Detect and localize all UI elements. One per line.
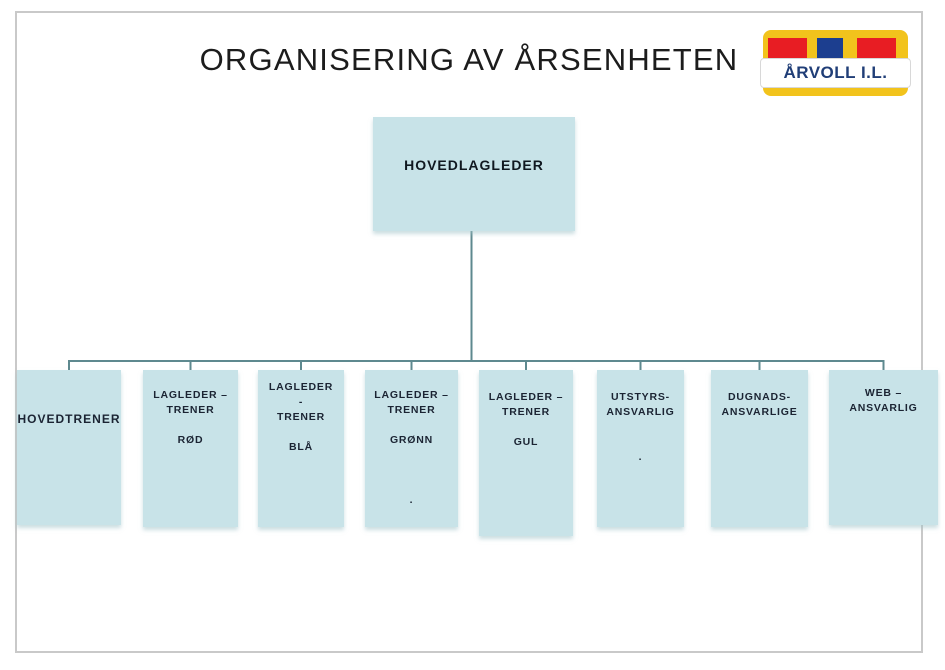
org-box-lagleder-trener-rod-line bbox=[143, 418, 238, 433]
page-title: ORGANISERING AV ÅRSENHETEN bbox=[199, 42, 739, 77]
org-box-lagleder-trener-bla-line bbox=[258, 425, 344, 440]
logo-red-rect-right bbox=[857, 38, 896, 58]
org-box-lagleder-trener-gronn-line: GRØNN bbox=[389, 434, 434, 446]
org-box-utstyrs-ansvarlig-line: ANSVARLIG bbox=[606, 406, 675, 418]
org-box-lagleder-trener-bla-line: BLÅ bbox=[289, 441, 313, 453]
org-box-lagleder-trener-gronn-line bbox=[365, 448, 458, 463]
org-box-lagleder-trener-gronn-line bbox=[365, 478, 458, 493]
org-box-hovedlagleder-label: HOVEDLAGLEDER bbox=[404, 157, 544, 173]
org-box-lagleder-trener-bla-line: LAGLEDER bbox=[268, 381, 334, 393]
slide-border bbox=[15, 11, 923, 653]
org-box-lagleder-trener-gronn: LAGLEDER – TRENER GRØNN . bbox=[365, 370, 458, 527]
org-box-lagleder-trener-gul: LAGLEDER – TRENER GUL bbox=[479, 370, 573, 536]
org-box-lagleder-trener-gul-line: LAGLEDER – bbox=[488, 391, 564, 403]
org-box-lagleder-trener-bla-line: TRENER bbox=[277, 411, 325, 423]
org-box-lagleder-trener-gronn-line bbox=[365, 463, 458, 478]
org-box-lagleder-trener-rod-line: RØD bbox=[177, 434, 204, 446]
org-box-utstyrs-ansvarlig-line bbox=[597, 435, 684, 450]
org-box-hovedlagleder: HOVEDLAGLEDER bbox=[373, 117, 575, 231]
org-box-lagleder-trener-gronn-line: LAGLEDER – bbox=[374, 389, 449, 401]
org-box-lagleder-trener-rod-line: TRENER bbox=[166, 404, 215, 416]
org-box-lagleder-trener-gronn-line bbox=[365, 418, 458, 433]
org-box-web-ansvarlig: WEB – ANSVARLIG bbox=[829, 370, 938, 525]
org-box-dugnads-ansvarlige-line: DUGNADS- bbox=[728, 391, 791, 403]
org-box-lagleder-trener-gul-line bbox=[479, 420, 573, 435]
org-box-lagleder-trener-gul-line: GUL bbox=[513, 436, 539, 448]
org-box-utstyrs-ansvarlig-line bbox=[597, 420, 684, 435]
org-box-lagleder-trener-gronn-line: . bbox=[409, 494, 414, 506]
org-box-web-ansvarlig-line: ANSVARLIG bbox=[849, 402, 918, 414]
org-box-utstyrs-ansvarlig-line: UTSTYRS- bbox=[611, 391, 670, 403]
org-box-dugnads-ansvarlige: DUGNADS- ANSVARLIGE bbox=[711, 370, 808, 527]
org-box-utstyrs-ansvarlig-line: . bbox=[638, 451, 643, 463]
org-box-dugnads-ansvarlige-line: ANSVARLIGE bbox=[721, 406, 798, 418]
org-box-lagleder-trener-rod-line: LAGLEDER – bbox=[153, 389, 228, 401]
org-box-lagleder-trener-gronn-line: TRENER bbox=[387, 404, 436, 416]
logo-name-band: ÅRVOLL I.L. bbox=[760, 58, 911, 88]
logo-text: ÅRVOLL I.L. bbox=[783, 63, 888, 82]
org-box-hovedtrener: HOVEDTRENER bbox=[17, 370, 121, 525]
org-box-lagleder-trener-bla-line: - bbox=[298, 396, 304, 408]
arvoll-il-logo: ÅRVOLL I.L. bbox=[760, 30, 911, 96]
logo-blue-rect bbox=[817, 38, 843, 58]
org-box-hovedtrener-line: HOVEDTRENER bbox=[17, 412, 121, 426]
org-box-web-ansvarlig-line: WEB – bbox=[864, 387, 903, 399]
logo-red-rect-left bbox=[768, 38, 807, 58]
org-box-lagleder-trener-bla: LAGLEDER - TRENER BLÅ bbox=[258, 370, 344, 527]
org-box-lagleder-trener-rod: LAGLEDER – TRENER RØD bbox=[143, 370, 238, 527]
org-box-utstyrs-ansvarlig: UTSTYRS- ANSVARLIG . bbox=[597, 370, 684, 527]
org-box-lagleder-trener-gul-line: TRENER bbox=[502, 406, 550, 418]
